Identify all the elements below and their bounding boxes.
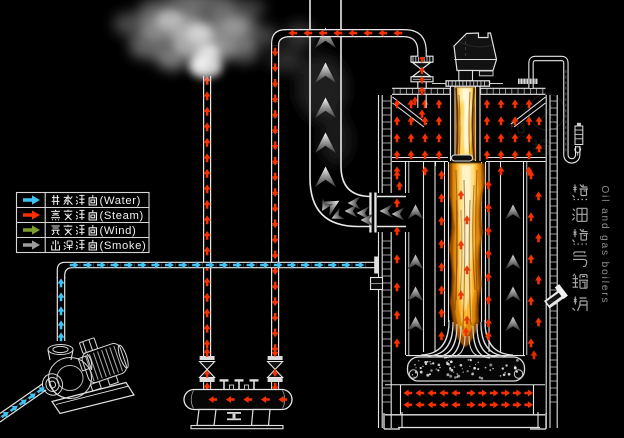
svg-text:Oil and gas boilers: Oil and gas boilers — [599, 186, 610, 305]
svg-text:(Wind): (Wind) — [100, 225, 137, 237]
svg-text:(Steam): (Steam) — [100, 210, 144, 222]
svg-text:(Smoke): (Smoke) — [100, 240, 147, 252]
svg-text:(Water): (Water) — [100, 195, 141, 207]
